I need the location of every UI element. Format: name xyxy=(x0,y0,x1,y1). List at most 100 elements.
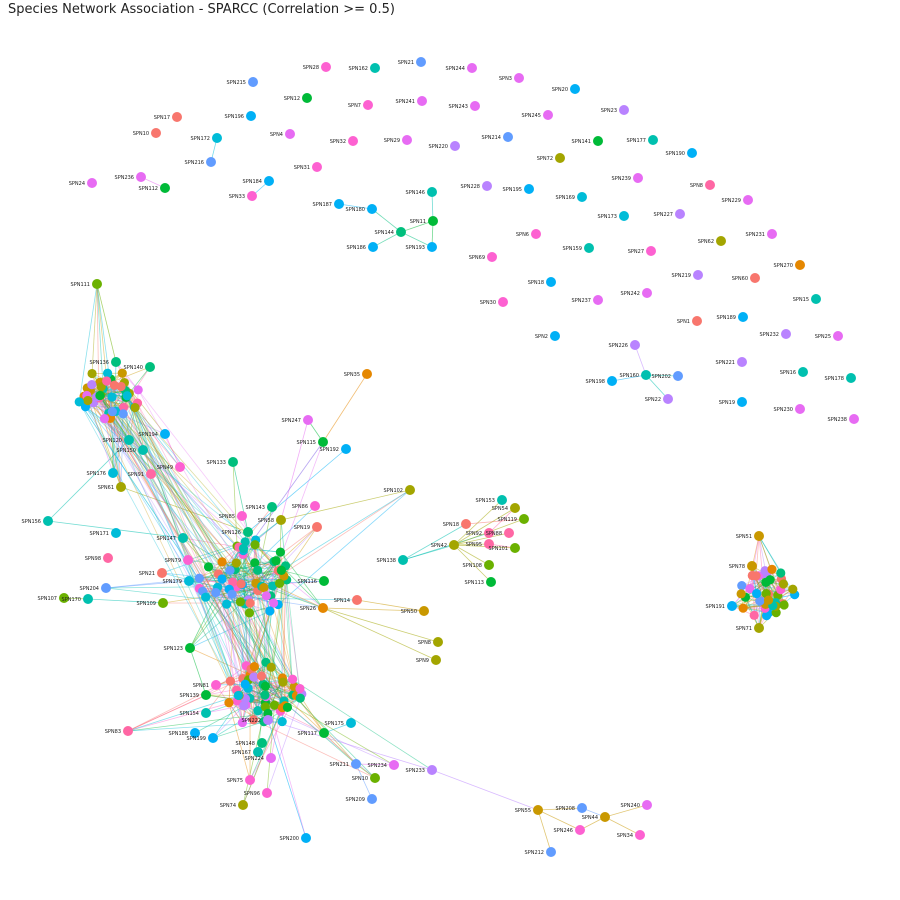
node-dot[interactable] xyxy=(184,576,194,586)
network-node[interactable]: SPN12 xyxy=(284,93,312,103)
node-dot[interactable] xyxy=(498,297,508,307)
network-node[interactable]: SPN20 xyxy=(552,84,580,94)
network-node[interactable]: SPN245 xyxy=(522,110,553,120)
node-dot[interactable] xyxy=(600,812,610,822)
node-dot[interactable] xyxy=(795,260,805,270)
node-dot[interactable] xyxy=(524,184,534,194)
node-dot[interactable] xyxy=(124,435,134,445)
network-node[interactable]: SPN117 xyxy=(298,728,329,738)
network-node[interactable]: SPN246 xyxy=(554,825,585,835)
network-node[interactable]: SPN4 xyxy=(270,129,295,139)
node-dot[interactable] xyxy=(619,105,629,115)
node-dot[interactable] xyxy=(417,96,427,106)
network-node[interactable]: SPN120 xyxy=(103,435,134,445)
node-dot[interactable] xyxy=(238,800,248,810)
cluster-node[interactable] xyxy=(738,603,748,613)
node-dot[interactable] xyxy=(257,738,267,748)
node-dot[interactable] xyxy=(172,112,182,122)
network-node[interactable]: SPN26 xyxy=(300,603,328,613)
network-node[interactable]: SPN91 xyxy=(128,469,156,479)
node-dot[interactable] xyxy=(486,577,496,587)
network-node[interactable]: SPN88 xyxy=(486,528,514,538)
node-dot[interactable] xyxy=(514,73,524,83)
network-node[interactable]: SPN101 xyxy=(489,543,520,553)
network-node[interactable]: SPN160 xyxy=(620,370,651,380)
network-node[interactable]: SPN61 xyxy=(98,482,126,492)
node-dot[interactable] xyxy=(767,229,777,239)
cluster-node[interactable] xyxy=(271,556,281,566)
cluster-node[interactable] xyxy=(118,409,128,419)
cluster-node[interactable] xyxy=(253,706,263,716)
network-node[interactable]: SPN199 xyxy=(187,733,218,743)
cluster-node[interactable] xyxy=(249,662,259,672)
cluster-node[interactable] xyxy=(107,392,117,402)
network-node[interactable]: SPN227 xyxy=(654,209,685,219)
node-dot[interactable] xyxy=(687,148,697,158)
network-node[interactable]: SPN95 xyxy=(466,539,494,549)
cluster-node[interactable] xyxy=(99,414,110,424)
node-dot[interactable] xyxy=(248,77,258,87)
node-dot[interactable] xyxy=(208,733,218,743)
cluster-node[interactable] xyxy=(227,589,237,599)
cluster-node[interactable] xyxy=(259,583,269,593)
node-dot[interactable] xyxy=(348,136,358,146)
network-node[interactable]: SPN8 xyxy=(418,637,443,647)
network-node[interactable]: SPN176 xyxy=(87,468,118,478)
network-node[interactable]: SPN54 xyxy=(492,503,520,513)
network-node[interactable]: SPN116 xyxy=(298,576,329,586)
cluster-node[interactable] xyxy=(231,558,241,568)
cluster-node[interactable] xyxy=(211,587,221,598)
cluster-node[interactable] xyxy=(274,578,285,589)
node-dot[interactable] xyxy=(87,178,97,188)
network-node[interactable]: SPN221 xyxy=(716,357,747,367)
network-node[interactable]: SPN179 xyxy=(163,576,194,586)
node-dot[interactable] xyxy=(285,129,295,139)
node-dot[interactable] xyxy=(833,331,843,341)
node-dot[interactable] xyxy=(743,195,753,205)
cluster-node[interactable] xyxy=(268,581,278,591)
node-dot[interactable] xyxy=(754,531,764,541)
network-node[interactable]: SPN49 xyxy=(157,462,185,472)
network-node[interactable]: SPN136 xyxy=(90,357,121,367)
network-node[interactable]: SPN178 xyxy=(825,373,856,383)
node-dot[interactable] xyxy=(546,847,556,857)
network-node[interactable]: SPN220 xyxy=(429,141,460,151)
network-node[interactable]: SPN247 xyxy=(282,415,313,425)
network-node[interactable]: SPN216 xyxy=(185,157,216,167)
network-node[interactable]: SPN238 xyxy=(828,414,859,424)
network-node[interactable]: SPN71 xyxy=(736,623,764,633)
network-node[interactable]: SPN173 xyxy=(598,211,629,221)
node-dot[interactable] xyxy=(263,715,273,725)
cluster-node[interactable] xyxy=(737,581,747,591)
network-node[interactable]: SPN148 xyxy=(236,738,267,748)
node-dot[interactable] xyxy=(266,753,276,763)
cluster-node[interactable] xyxy=(236,579,246,589)
network-node[interactable]: SPN270 xyxy=(774,260,805,270)
node-dot[interactable] xyxy=(303,415,313,425)
node-dot[interactable] xyxy=(482,181,492,191)
network-node[interactable]: SPN29 xyxy=(384,135,412,145)
network-node[interactable]: SPN109 xyxy=(137,598,168,608)
node-dot[interactable] xyxy=(318,603,328,613)
network-node[interactable]: SPN242 xyxy=(621,288,652,298)
node-dot[interactable] xyxy=(642,800,652,810)
node-dot[interactable] xyxy=(419,606,429,616)
network-node[interactable]: SPN78 xyxy=(729,561,757,571)
cluster-node[interactable] xyxy=(260,690,270,700)
cluster-node[interactable] xyxy=(252,565,263,575)
network-node[interactable]: SPN144 xyxy=(375,227,406,237)
cluster-node[interactable] xyxy=(763,595,774,605)
cluster-node[interactable] xyxy=(95,390,105,401)
network-node[interactable]: SPN55 xyxy=(515,805,543,815)
node-dot[interactable] xyxy=(228,457,238,467)
node-dot[interactable] xyxy=(750,273,760,283)
network-node[interactable]: SPN143 xyxy=(246,502,277,512)
node-dot[interactable] xyxy=(103,553,113,563)
network-node[interactable]: SPN111 xyxy=(71,279,102,289)
cluster-node[interactable] xyxy=(224,698,234,708)
network-node[interactable]: SPN133 xyxy=(207,457,238,467)
node-dot[interactable] xyxy=(705,180,715,190)
cluster-node[interactable] xyxy=(295,683,305,694)
cluster-node[interactable] xyxy=(276,565,286,576)
node-dot[interactable] xyxy=(136,172,146,182)
